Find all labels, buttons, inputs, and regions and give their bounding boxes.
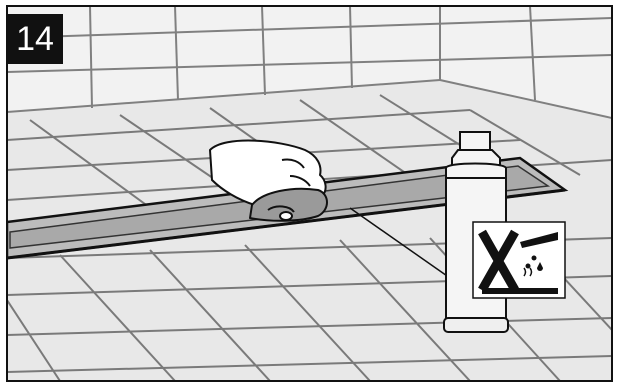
step-number: 14 bbox=[7, 14, 63, 64]
no-corrosive-cleaner-icon bbox=[473, 222, 565, 298]
